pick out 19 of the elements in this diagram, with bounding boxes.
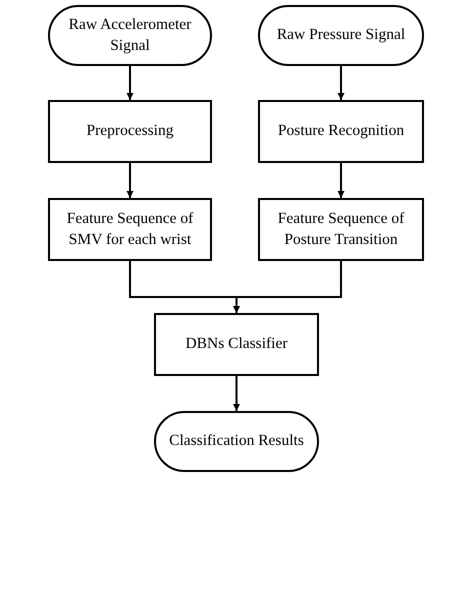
process-box: [48, 198, 212, 261]
arrow: [233, 261, 342, 313]
process-box: [48, 100, 212, 163]
node-label: Feature Sequence of SMV for each wrist: [66, 208, 194, 250]
arrow: [338, 163, 344, 198]
node-label: Preprocessing: [86, 121, 174, 142]
arrow: [233, 376, 240, 411]
node-label: Raw Pressure Signal: [276, 25, 406, 46]
node-label: Classification Results: [169, 431, 304, 452]
arrow: [126, 66, 134, 100]
node-label: Posture Recognition: [278, 121, 404, 142]
node-label: Raw Accelerometer Signal: [68, 14, 192, 56]
process-box: [258, 198, 424, 261]
process-box: [258, 100, 424, 163]
node-label: DBNs Classifier: [185, 334, 288, 354]
process-box: [154, 313, 319, 376]
arrow: [338, 66, 344, 100]
node-label: Feature Sequence of Posture Transition: [276, 208, 406, 250]
arrow: [126, 163, 134, 198]
